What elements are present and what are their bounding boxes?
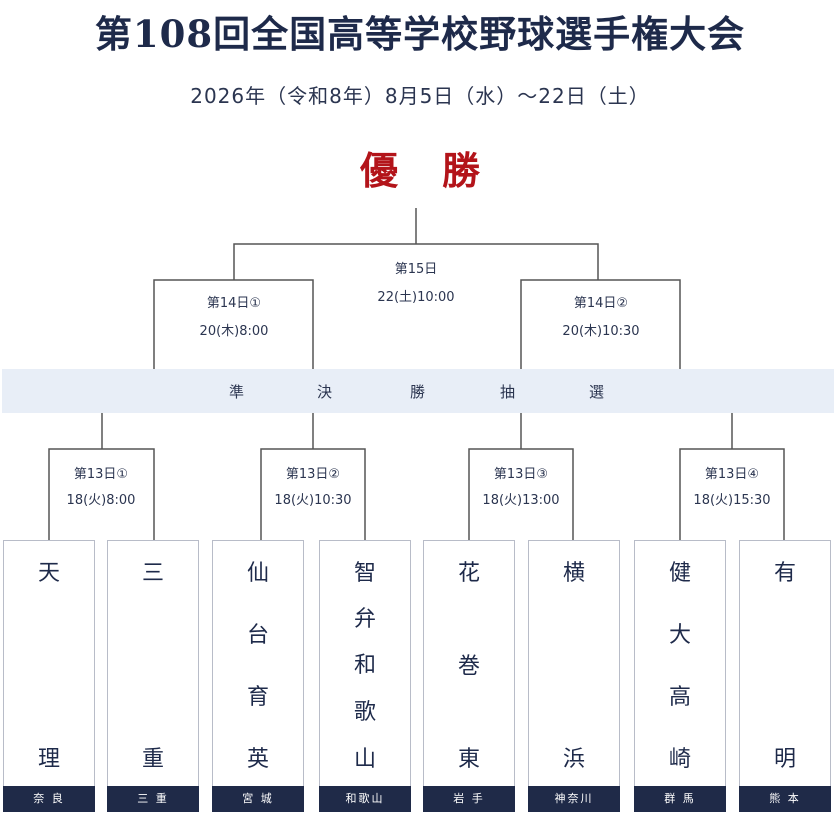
team-name-char: 明	[773, 747, 796, 772]
team-name-char: 育	[246, 685, 269, 710]
quarterfinal-2-time: 18(火)10:30	[274, 493, 352, 508]
band-char: 勝	[410, 383, 426, 401]
team-card: 三 重 三 重	[107, 540, 199, 812]
final-time-label: 22(土)10:00	[377, 290, 455, 305]
team-card: 天 理 奈 良	[3, 540, 95, 812]
team-prefecture: 宮 城	[212, 786, 304, 812]
band-char: 決	[317, 383, 333, 401]
team-card: 智 弁 和 歌 山 和歌山	[319, 540, 411, 812]
band-char: 抽	[500, 383, 516, 401]
team-prefecture: 熊 本	[739, 786, 831, 812]
team-prefecture: 群 馬	[634, 786, 726, 812]
team-name-char: 高	[668, 685, 691, 710]
quarterfinal-1-time: 18(火)8:00	[66, 493, 136, 508]
team-name-char: 英	[246, 747, 269, 772]
quarterfinal-1-round: 第13日①	[73, 467, 129, 482]
quarterfinal-3-time: 18(火)13:00	[482, 493, 560, 508]
team-name-char: 仙	[246, 561, 269, 586]
team-card: 仙 台 育 英 宮 城	[212, 540, 304, 812]
team-name-char: 崎	[668, 747, 691, 772]
team-prefecture: 岩 手	[423, 786, 515, 812]
team-name-char: 智	[353, 561, 376, 586]
team-name-char: 大	[668, 623, 691, 648]
tournament-dates: 2026年（令和8年）8月5日（水）～22日（土）	[190, 84, 650, 108]
quarterfinal-2-round: 第13日②	[285, 467, 341, 482]
team-name-char: 歌	[353, 700, 376, 725]
band-char: 準	[229, 383, 245, 401]
team-name-char: 三	[141, 561, 164, 586]
team-name-char: 理	[37, 747, 60, 772]
semifinal-1-time: 20(木)8:00	[199, 324, 269, 339]
team-name-char: 健	[668, 561, 691, 586]
team-card: 健 大 高 崎 群 馬	[634, 540, 726, 812]
team-card: 有 明 熊 本	[739, 540, 831, 812]
page-title: 第108回全国高等学校野球選手権大会	[94, 12, 746, 56]
band-char: 選	[589, 383, 605, 401]
team-name-char: 弁	[353, 607, 376, 632]
team-name-char: 重	[141, 747, 164, 772]
final-round-label: 第15日	[394, 262, 438, 277]
team-name-char: 巻	[457, 654, 480, 679]
team-prefecture: 和歌山	[319, 786, 411, 812]
semifinal-draw-band: 準 決 勝 抽 選	[2, 369, 834, 413]
team-name-char: 有	[773, 561, 796, 586]
quarterfinal-4-round: 第13日④	[704, 467, 760, 482]
team-prefecture: 神奈川	[528, 786, 620, 812]
team-name-char: 天	[37, 561, 60, 586]
team-prefecture: 三 重	[107, 786, 199, 812]
quarterfinal-4-time: 18(火)15:30	[693, 493, 771, 508]
team-name-char: 山	[353, 747, 376, 772]
team-name-char: 浜	[562, 747, 585, 772]
team-name-char: 花	[457, 561, 480, 586]
team-name-char: 和	[353, 653, 376, 678]
quarterfinal-3-round: 第13日③	[493, 467, 549, 482]
team-prefecture: 奈 良	[3, 786, 95, 812]
semifinal-2-time: 20(木)10:30	[562, 324, 640, 339]
team-card: 横 浜 神奈川	[528, 540, 620, 812]
team-name-char: 東	[457, 747, 480, 772]
team-card: 花 巻 東 岩 手	[423, 540, 515, 812]
champion-label: 優勝	[359, 148, 524, 193]
semifinal-2-round: 第14日②	[573, 296, 629, 311]
semifinal-1-round: 第14日①	[206, 296, 262, 311]
team-name-char: 横	[562, 561, 585, 586]
team-name-char: 台	[246, 623, 269, 648]
